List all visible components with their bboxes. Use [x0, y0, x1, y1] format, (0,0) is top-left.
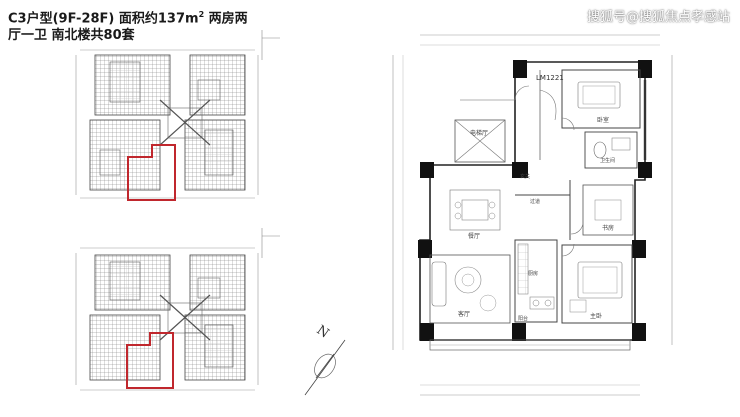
title-line-1-text: C3户型(9F-28F) 面积约137m — [8, 11, 199, 27]
label-study: 书房 — [602, 224, 614, 232]
plan-title: C3户型(9F-28F) 面积约137m2 两房两 厅一卫 南北楼共80套 — [8, 6, 248, 44]
building-plan-lower — [75, 228, 280, 391]
watermark: 搜狐号@搜狐焦点孝感站 — [586, 10, 730, 25]
label-master-bedroom: 主卧 — [590, 312, 602, 320]
label-living: 客厅 — [458, 310, 470, 318]
compass-north-label: N — [314, 323, 332, 342]
title-line-2: 厅一卫 南北楼共80套 — [8, 28, 135, 44]
label-kitchen: 厨房 — [528, 270, 538, 277]
compass-rose: N — [304, 323, 346, 396]
label-corridor: 过道 — [530, 198, 540, 205]
label-entry: 玄关 — [520, 173, 530, 180]
title-superscript: 2 — [198, 10, 205, 19]
building-plan-upper — [75, 30, 280, 201]
label-balcony: 阳台 — [518, 315, 528, 322]
title-line-1: C3户型(9F-28F) 面积约137m2 两房两 — [8, 6, 248, 27]
title-line-1-suffix: 两房两 — [204, 11, 248, 27]
label-bathroom: 卫生间 — [600, 157, 615, 164]
label-bedroom-top: 卧室 — [597, 116, 609, 124]
label-elevator-hall: 电梯厅 — [470, 129, 488, 137]
label-elevator-code: LM1221 — [536, 74, 564, 82]
unit-floor-plan: LM1221 电梯厅 卧室 卫生间 餐厅 过道 书房 客厅 厨房 主卧 玄关 阳… — [392, 34, 673, 396]
label-dining: 餐厅 — [468, 232, 480, 240]
